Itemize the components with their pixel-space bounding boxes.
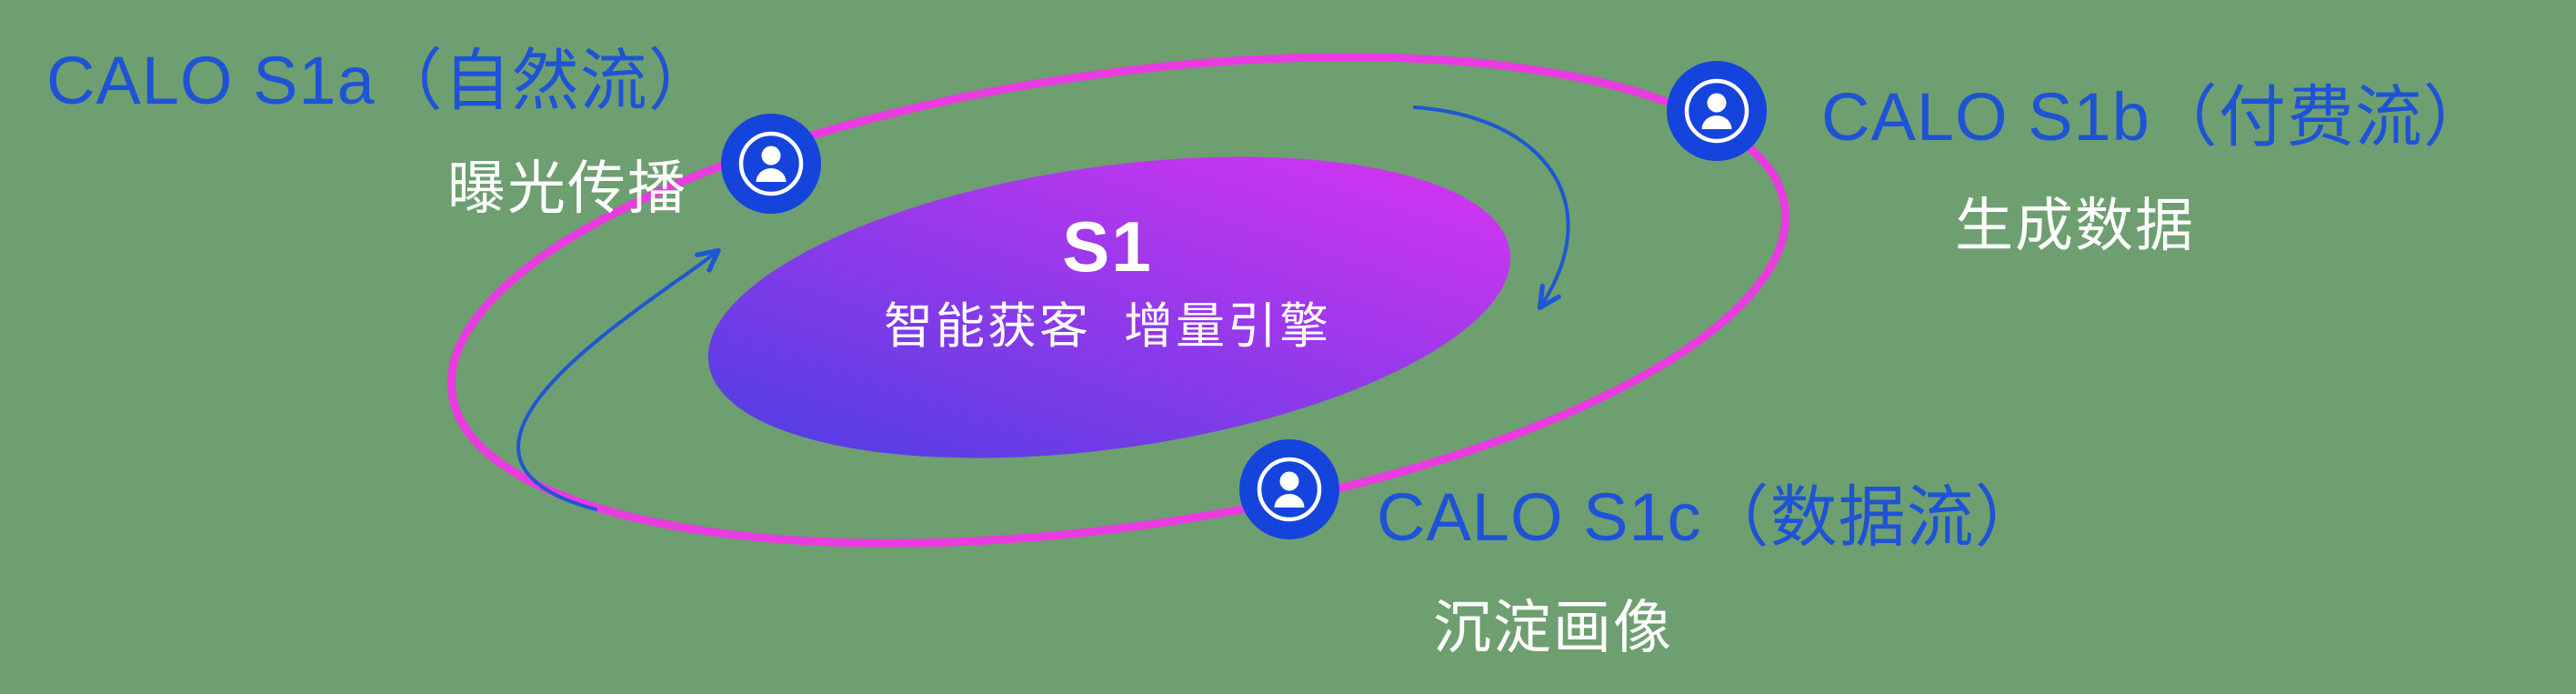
orbit-ring bbox=[446, 53, 1790, 548]
user-icon bbox=[1701, 93, 1732, 129]
center-ellipse bbox=[707, 156, 1511, 458]
orbit-node-s1c bbox=[1239, 439, 1339, 539]
label-s1c: CALO S1c（数据流） bbox=[1377, 479, 2043, 555]
center-subtitle: 智能获客 增量引擎 bbox=[883, 299, 1331, 354]
sublabel-s1b: 生成数据 bbox=[1955, 193, 2195, 258]
sublabel-s1c: 沉淀画像 bbox=[1433, 595, 1673, 660]
label-s1a: CALO S1a（自然流） bbox=[46, 43, 717, 118]
orbit-node-s1b bbox=[1667, 61, 1767, 161]
sublabel-s1a: 曝光传播 bbox=[447, 156, 687, 221]
label-s1b: CALO S1b（付费流） bbox=[1821, 79, 2491, 155]
center-title: S1 bbox=[1062, 206, 1153, 287]
flow-arrow-right bbox=[1413, 106, 1570, 310]
user-icon bbox=[756, 146, 787, 182]
flow-arrow-left bbox=[516, 247, 721, 511]
orbit-node-s1a bbox=[721, 114, 821, 214]
user-icon bbox=[1274, 471, 1305, 508]
